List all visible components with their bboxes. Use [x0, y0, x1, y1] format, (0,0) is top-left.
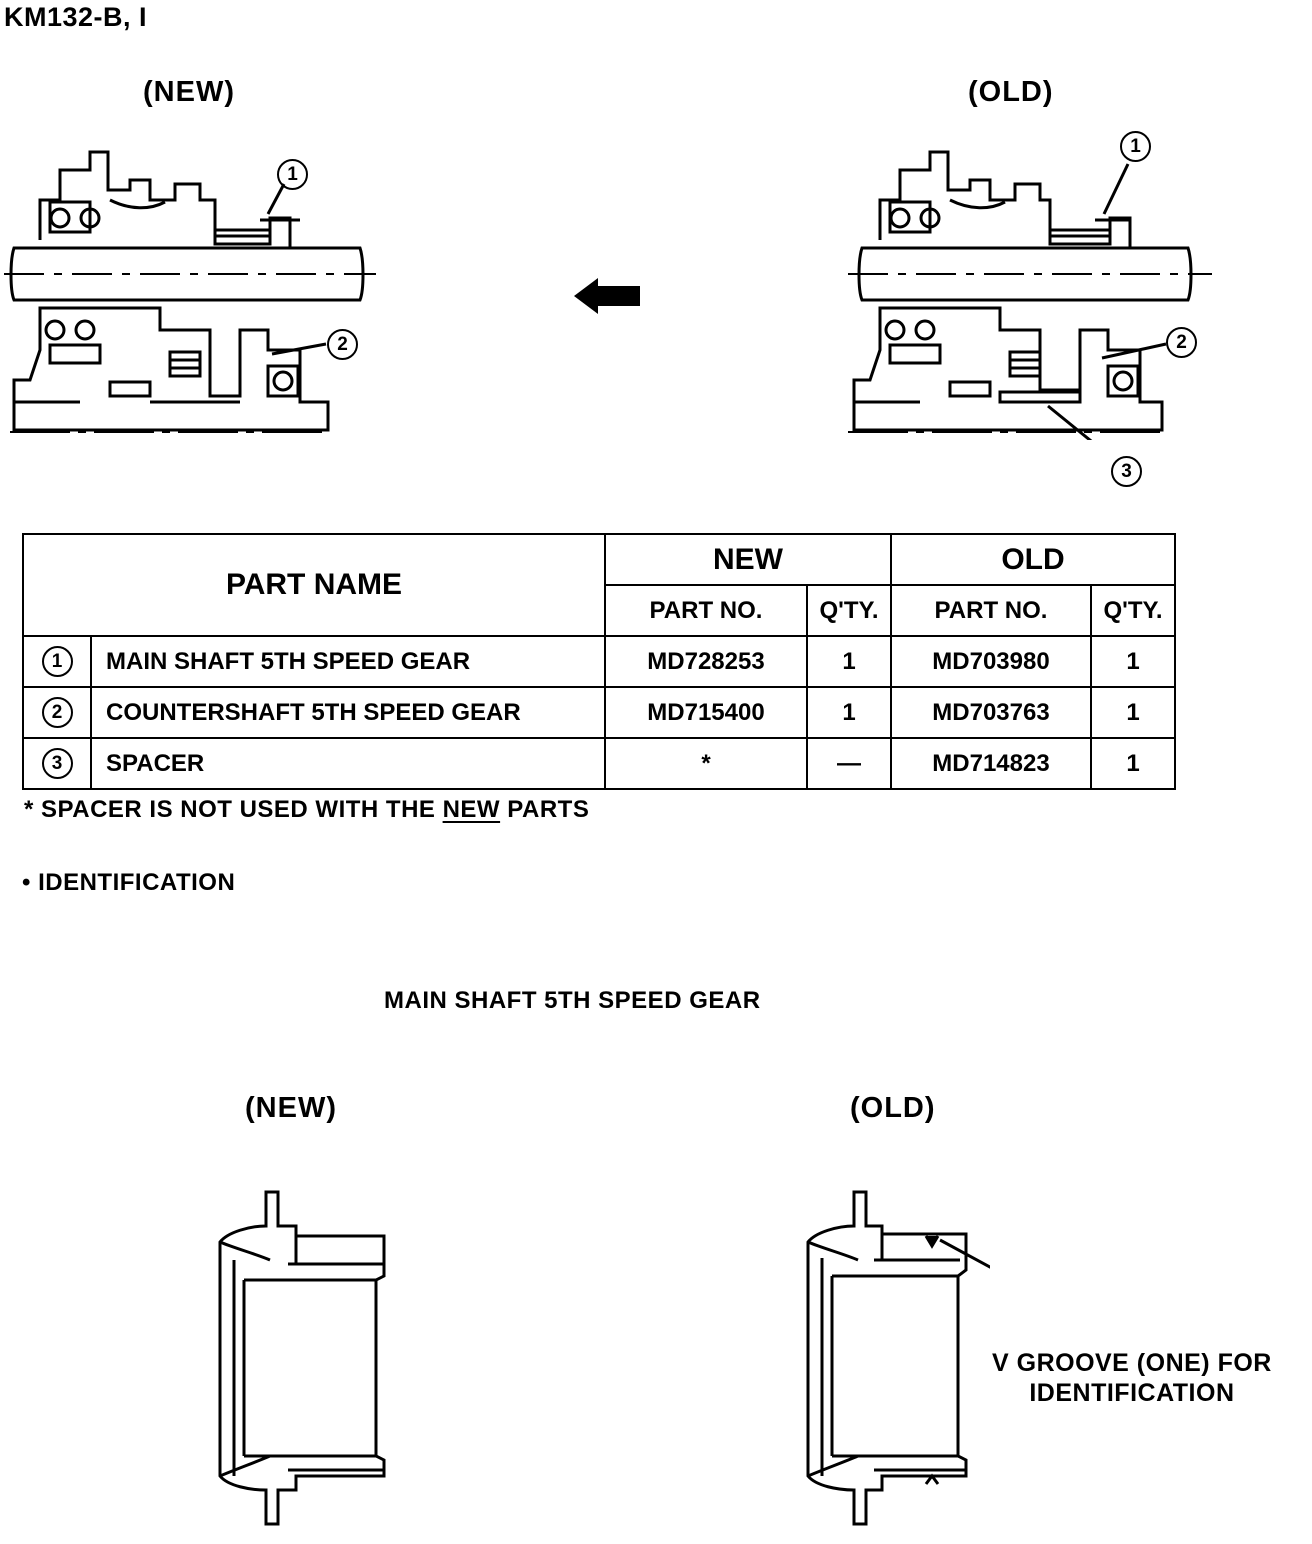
spacer-note-prefix: * SPACER IS NOT USED WITH THE: [24, 796, 436, 823]
spacer-note-new: NEW: [442, 796, 501, 823]
table-row: 1 MAIN SHAFT 5TH SPEED GEAR MD728253 1 M…: [22, 635, 1176, 688]
header-old-part-no: PART NO.: [890, 584, 1092, 637]
callout-1-new: 1: [277, 159, 308, 190]
spacer-note: * SPACER IS NOT USED WITH THE NEW PARTS: [24, 796, 589, 824]
header-new: NEW: [604, 533, 892, 586]
callout-1-old: 1: [1120, 131, 1151, 162]
document-code: KM132-B, I: [4, 2, 148, 32]
callout-2-old: 2: [1166, 327, 1197, 358]
old-gear-drawing: [806, 1190, 990, 1526]
part-name: MAIN SHAFT 5TH SPEED GEAR: [90, 635, 606, 688]
bottom-title: MAIN SHAFT 5TH SPEED GEAR: [384, 987, 761, 1014]
header-old: OLD: [890, 533, 1176, 586]
old-qty: 1: [1090, 686, 1176, 739]
new-part-no: MD715400: [604, 686, 808, 739]
old-transmission-cross-section: [848, 150, 1212, 440]
identification-heading: • IDENTIFICATION: [22, 869, 236, 896]
row-number: 1: [41, 646, 73, 677]
v-groove-label-line1: V GROOVE (ONE) FOR: [992, 1349, 1272, 1377]
header-new-part-no: PART NO.: [604, 584, 808, 637]
old-qty: 1: [1090, 737, 1176, 790]
header-new-qty: Q'TY.: [806, 584, 892, 637]
spacer-note-suffix: PARTS: [507, 796, 590, 823]
new-qty: 1: [806, 686, 892, 739]
callout-2-new: 2: [327, 329, 358, 360]
callout-3-old: 3: [1111, 456, 1142, 487]
left-arrow-icon: [574, 278, 640, 314]
new-qty: 1: [806, 635, 892, 688]
header-part-name: PART NAME: [22, 533, 606, 637]
new-gear-drawing: [218, 1190, 386, 1526]
row-number: 2: [41, 697, 73, 728]
part-name: SPACER: [90, 737, 606, 790]
new-part-no: MD728253: [604, 635, 808, 688]
v-groove-label-line2: IDENTIFICATION: [1029, 1379, 1235, 1407]
old-part-no: MD703980: [890, 635, 1092, 688]
table-row: 2 COUNTERSHAFT 5TH SPEED GEAR MD715400 1…: [22, 686, 1176, 739]
top-old-caption: (OLD): [968, 76, 1054, 108]
new-transmission-cross-section: [4, 150, 376, 433]
v-groove-label: V GROOVE (ONE) FOR IDENTIFICATION: [992, 1348, 1272, 1408]
table-row: 3 SPACER * — MD714823 1: [22, 737, 1176, 790]
old-part-no: MD703763: [890, 686, 1092, 739]
row-number: 3: [41, 748, 73, 779]
new-part-no: *: [604, 737, 808, 790]
bottom-old-caption: (OLD): [850, 1092, 936, 1124]
part-name: COUNTERSHAFT 5TH SPEED GEAR: [90, 686, 606, 739]
old-part-no: MD714823: [890, 737, 1092, 790]
parts-table: PART NAME NEW OLD PART NO. Q'TY. PART NO…: [22, 533, 1176, 790]
old-qty: 1: [1090, 635, 1176, 688]
top-new-caption: (NEW): [143, 76, 235, 108]
new-qty: —: [806, 737, 892, 790]
header-old-qty: Q'TY.: [1090, 584, 1176, 637]
bottom-new-caption: (NEW): [245, 1092, 337, 1124]
